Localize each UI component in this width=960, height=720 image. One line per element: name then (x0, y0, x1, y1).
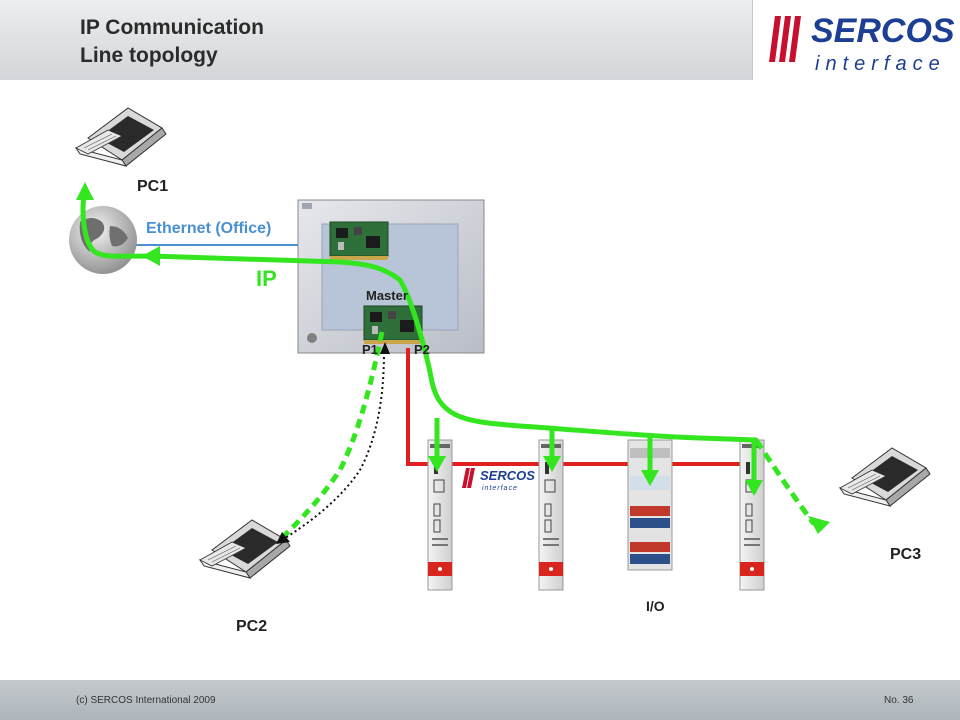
label-ethernet-office: Ethernet (Office) (146, 220, 272, 237)
pc1-laptop-icon (75, 107, 167, 167)
logo-bars (769, 16, 801, 62)
sercos-logo: SERCOS interface (752, 0, 960, 80)
svg-text:interface: interface (482, 485, 518, 492)
logo-brand: SERCOS (811, 12, 955, 50)
label-pc3: PC3 (890, 546, 922, 563)
pc2-laptop-icon (199, 519, 291, 579)
label-ip: IP (256, 266, 277, 291)
label-master: Master (366, 288, 408, 303)
label-port-p1: P1 (362, 342, 378, 357)
footer-page-number: No. 36 (884, 695, 914, 706)
sercos-ring (406, 348, 760, 466)
title-line-1: IP Communication (80, 16, 264, 39)
label-io: I/O (646, 598, 665, 614)
sercos-logo-small: SERCOS interface (462, 468, 535, 492)
slide-header: IP Communication Line topology SERCOS in… (0, 0, 960, 80)
pc2-arrowhead (276, 532, 290, 544)
label-pc1: PC1 (137, 178, 169, 195)
logo-sub: interface (815, 53, 946, 75)
title-line-2: Line topology (80, 44, 218, 67)
ethernet-card (329, 221, 389, 261)
dotted-path-pc2 (281, 351, 385, 541)
pc3-arrowhead (808, 516, 830, 534)
ip-arrowheads (76, 182, 160, 266)
ip-drop-arrowheads (428, 456, 763, 496)
slide-title: IP Communication Line topology (80, 14, 264, 70)
sercos-logo-graphic: SERCOS interface (769, 12, 955, 75)
topology-diagram: SERCOS interface (69, 107, 931, 591)
ip-path-pc2 (282, 331, 385, 538)
ip-path (80, 187, 759, 443)
globe-icon (69, 206, 137, 274)
label-pc2: PC2 (236, 618, 268, 635)
slide-footer: (c) SERCOS International 2009 No. 36 (0, 680, 960, 720)
svg-text:SERCOS: SERCOS (480, 468, 535, 483)
pc3-laptop-icon (839, 447, 931, 507)
p1-arrowhead (380, 342, 390, 354)
ip-path-pc3 (753, 438, 817, 526)
footer-copyright: (c) SERCOS International 2009 (76, 695, 216, 706)
label-port-p2: P2 (414, 342, 430, 357)
ip-drops (434, 418, 757, 480)
